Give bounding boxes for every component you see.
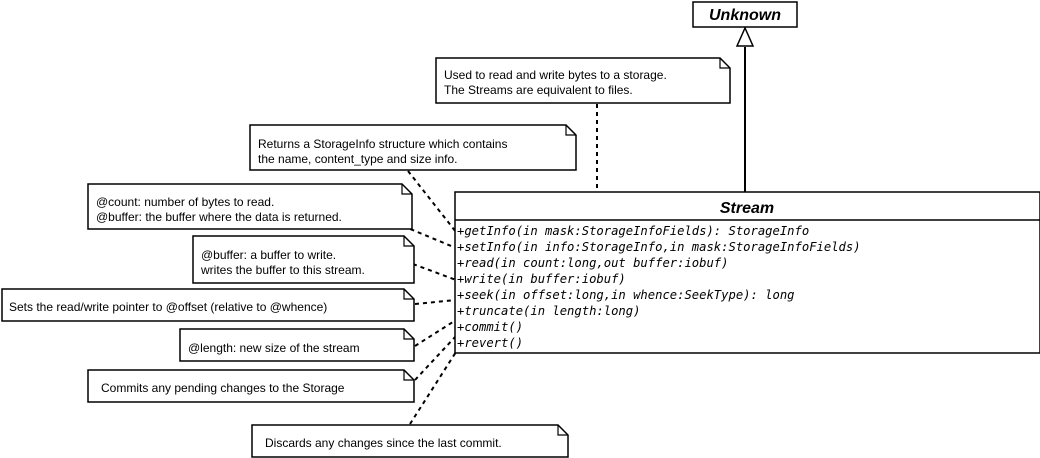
- svg-text:Returns a StorageInfo structur: Returns a StorageInfo structure which co…: [258, 137, 507, 151]
- op-commit: +commit(): [457, 320, 523, 334]
- svg-text:@count: number of bytes to re: @count: number of bytes to read.: [96, 195, 274, 209]
- svg-text:@buffer: the buffer where the: @buffer: the buffer where the data is re…: [96, 210, 342, 224]
- op-write: +write(in buffer:iobuf): [457, 272, 626, 286]
- note-truncate[interactable]: @length: new size of the stream: [179, 328, 415, 362]
- class-stream-title: Stream: [720, 200, 774, 217]
- op-getinfo: +getInfo(in mask:StorageInfoFields): Sto…: [457, 224, 809, 238]
- generalization-arrow: [735, 26, 755, 192]
- anchor-truncate: [414, 319, 457, 347]
- svg-text:Commits any pending changes to: Commits any pending changes to the Stora…: [101, 381, 345, 395]
- op-seek: +seek(in offset:long,in whence:SeekType)…: [457, 288, 795, 302]
- svg-text:@length: new size of the strea: @length: new size of the stream: [188, 341, 360, 355]
- svg-text:Used to read and write bytes t: Used to read and write bytes to a storag…: [444, 68, 667, 82]
- class-stream[interactable]: Stream +getInfo(in mask:StorageInfoField…: [454, 191, 1040, 354]
- svg-text:the name, content_type and siz: the name, content_type and size info.: [258, 152, 457, 166]
- note-commit[interactable]: Commits any pending changes to the Stora…: [87, 369, 415, 403]
- svg-text:Discards any changes since the: Discards any changes since the last comm…: [265, 436, 502, 450]
- op-revert: +revert(): [457, 336, 523, 350]
- anchor-getinfo: [407, 170, 457, 233]
- svg-text:writes the buffer to this stre: writes the buffer to this stream.: [200, 263, 365, 277]
- op-read: +read(in count:long,out buffer:iobuf): [457, 256, 729, 270]
- class-unknown-title: Unknown: [709, 7, 781, 24]
- class-unknown[interactable]: Unknown: [692, 1, 798, 28]
- op-setinfo: +setInfo(in info:StorageInfo,in mask:Sto…: [457, 240, 861, 254]
- svg-text:Sets the read/write pointer to: Sets the read/write pointer to @offset (…: [9, 300, 327, 314]
- svg-text:The Streams are equivalent to: The Streams are equivalent to files.: [444, 83, 633, 97]
- note-getinfo[interactable]: Returns a StorageInfo structure which co…: [249, 124, 577, 171]
- note-revert[interactable]: Discards any changes since the last comm…: [251, 424, 569, 458]
- note-read[interactable]: @count: number of bytes to read. @buffer…: [87, 183, 413, 230]
- note-stream-description[interactable]: Used to read and write bytes to a storag…: [435, 57, 731, 104]
- op-truncate: +truncate(in length:long): [457, 304, 640, 318]
- note-write[interactable]: @buffer: a buffer to write. writes the b…: [192, 235, 415, 284]
- inheritance-arrowhead: [735, 26, 755, 47]
- anchor-write: [412, 263, 457, 281]
- svg-text:@buffer: a buffer to write.: @buffer: a buffer to write.: [201, 248, 336, 262]
- note-seek[interactable]: Sets the read/write pointer to @offset (…: [1, 288, 415, 322]
- anchor-revert: [409, 351, 457, 425]
- anchor-seek: [414, 299, 457, 305]
- anchor-commit: [414, 335, 457, 381]
